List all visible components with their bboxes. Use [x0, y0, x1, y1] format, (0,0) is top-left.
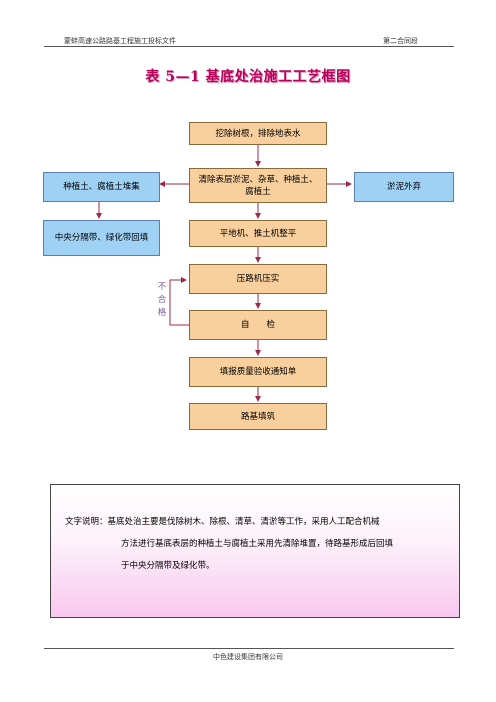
flow-step-level: 平地机、推土机整平: [189, 220, 327, 247]
flow-step-remove-roots: 挖除树根，排除地表水: [189, 122, 327, 145]
note-line-1: 文字说明：基底处治主要是伐除树木、除根、清草、清淤等工作，采用人工配合机械: [65, 517, 380, 527]
flow-side-backfill: 中央分隔带、绿化带回填: [43, 220, 160, 256]
flow-step-clear-surface: 清除表层淤泥、杂草、种植土、腐植土: [189, 168, 327, 203]
header-divider: [44, 46, 454, 47]
note-box: 文字说明：基底处治主要是伐除树木、除根、清草、清淤等工作，采用人工配合机械 方法…: [50, 484, 460, 618]
page-title: 表 5—1 基底处治施工工艺框图: [145, 69, 351, 85]
footer-divider: [44, 648, 454, 649]
header-right: 第二合同段: [383, 37, 418, 45]
note-line-3: 于中央分隔带及绿化带。: [121, 561, 215, 571]
fail-label: 不合格: [157, 282, 167, 318]
footer-company: 中色建设集团有限公司: [213, 653, 283, 661]
header-left: 蒙蚌高速公路路基工程施工投标文件: [64, 37, 176, 45]
flow-step-fill: 路基填筑: [189, 403, 327, 430]
flow-step-compact: 压路机压实: [189, 264, 327, 294]
flow-side-stockpile: 种植土、腐植土堆集: [43, 172, 160, 202]
arrow-fail-loop: [169, 277, 189, 326]
note-line-2: 方法进行基底表层的种植土与腐植土采用先清除堆置，待路基形成后回填: [121, 539, 394, 549]
flow-step-report: 填报质量验收通知单: [189, 357, 327, 387]
flow-step-self-check: 自 检: [189, 310, 327, 340]
flow-side-dispose: 淤泥外弃: [354, 172, 454, 202]
